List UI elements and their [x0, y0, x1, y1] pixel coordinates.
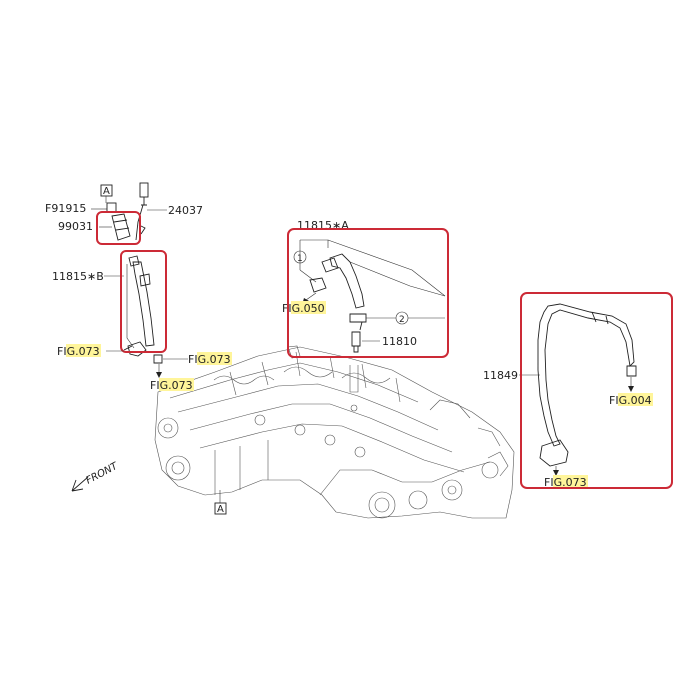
svg-text:A: A	[217, 504, 224, 515]
front-direction-indicator: FRONT	[71, 460, 120, 492]
hose-11849-part	[537, 303, 635, 447]
left-parts-group: A F91915 24037 99031 11815∗B FIG.073	[45, 182, 232, 392]
svg-text:FIG.050: FIG.050	[282, 302, 325, 315]
fitting-part	[349, 313, 367, 331]
fig-073-ref-right-group[interactable]: FIG.073	[544, 466, 588, 489]
fig-004-ref[interactable]: FIG.004	[609, 377, 653, 407]
part-label-11810: 11810	[382, 335, 417, 348]
part-label-99031: 99031	[58, 220, 93, 233]
callout-2-label: 2	[399, 315, 405, 325]
hose-11815a-part	[329, 253, 365, 309]
svg-text:FIG.073: FIG.073	[188, 353, 231, 366]
fig-073-ref-below[interactable]: FIG.073	[150, 364, 194, 392]
clamp-part	[153, 354, 163, 364]
part-label-f91915: F91915	[45, 202, 86, 215]
box-11815b	[120, 250, 167, 353]
fig-073-ref-right[interactable]: FIG.073	[163, 352, 232, 366]
ref-a-bottom: A	[214, 490, 227, 515]
sensor-11810-part	[351, 331, 361, 353]
part-label-11815b: 11815∗B	[52, 270, 104, 283]
ref-a-top-label: A	[103, 186, 110, 197]
hose-11815b-part	[132, 261, 155, 347]
svg-text:FIG.073: FIG.073	[150, 379, 193, 392]
pcv-valve-part	[111, 213, 131, 241]
svg-text:FIG.073: FIG.073	[544, 476, 587, 489]
bolt-part	[106, 202, 117, 213]
box-11815a	[287, 228, 449, 358]
right-parts-group: 11849 FIG.004 FIG.073	[483, 292, 673, 489]
part-label-11815a: 11815∗A	[297, 219, 349, 232]
part-label-11849: 11849	[483, 369, 518, 382]
middle-parts-group: 11815∗A 1 FIG.050 2 11810	[282, 219, 449, 358]
box-99031	[96, 211, 141, 245]
svg-text:FIG.073: FIG.073	[57, 345, 100, 358]
box-11849	[520, 292, 673, 489]
callout-1-label: 1	[297, 254, 303, 264]
engine-block-illustration	[154, 345, 515, 519]
sensor-connector-part	[139, 182, 149, 198]
front-label: FRONT	[84, 460, 120, 486]
callout-1-circle	[293, 250, 307, 264]
part-label-24037: 24037	[168, 204, 203, 217]
fig-050-ref[interactable]: FIG.050	[282, 292, 326, 315]
svg-text:FIG.004: FIG.004	[609, 394, 652, 407]
fig-073-ref-left[interactable]: FIG.073	[57, 344, 133, 358]
